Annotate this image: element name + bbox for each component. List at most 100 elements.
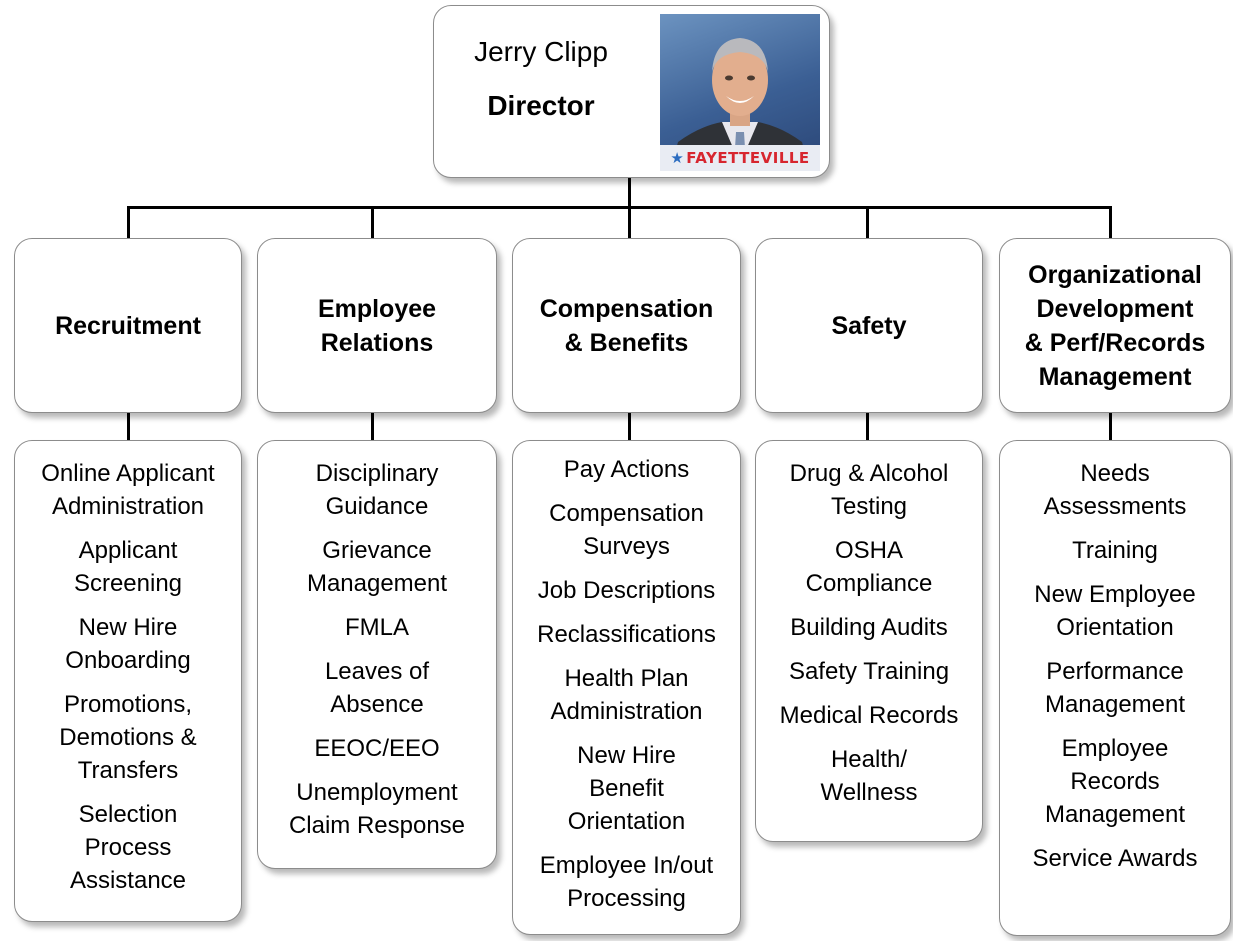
star-icon: ★ <box>670 149 685 167</box>
connector-drop-5 <box>1109 206 1112 240</box>
function-item: FMLA <box>339 611 415 644</box>
function-item: Leaves of Absence <box>319 655 435 721</box>
function-item-line: Management <box>1044 801 1186 828</box>
function-item-line: Job Descriptions <box>537 577 716 604</box>
function-item-line: FMLA <box>344 614 409 641</box>
director-title: Director <box>487 90 595 121</box>
dept-header-recruitment: Recruitment <box>14 238 242 413</box>
connector-director-down <box>628 177 631 209</box>
function-item-line: Performance <box>1046 658 1184 685</box>
function-item-line: Absence <box>330 691 424 718</box>
function-item-line: Unemployment <box>296 779 458 806</box>
function-item-line: Assessments <box>1043 493 1187 520</box>
function-item-line: Demotions & <box>59 724 197 751</box>
dept-header-safety: Safety <box>755 238 983 413</box>
dept-title-line: Management <box>1038 362 1192 391</box>
dept-title-line: Recruitment <box>55 311 201 340</box>
dept-title-line: Safety <box>831 311 907 340</box>
function-item: EEOC/EEO <box>308 732 445 765</box>
function-item-line: Onboarding <box>65 647 191 674</box>
function-item-line: Training <box>1072 537 1158 564</box>
function-item-line: Claim Response <box>288 812 466 839</box>
function-item-line: Medical Records <box>779 702 959 729</box>
function-item-line: Surveys <box>583 533 670 560</box>
function-item-line: Administration <box>550 698 703 725</box>
function-item-line: Administration <box>51 493 205 520</box>
dept-title-line: Relations <box>320 328 434 357</box>
function-item-line: Screening <box>73 570 183 597</box>
connector-dept-2 <box>371 412 374 442</box>
function-item-line: OSHA <box>834 537 903 564</box>
function-item-line: New Hire <box>78 614 178 641</box>
dept-title-line: Compensation <box>539 294 714 323</box>
function-item-line: EEOC/EEO <box>314 735 440 762</box>
function-item-line: Building Audits <box>790 614 948 641</box>
connector-drop-1 <box>127 206 130 240</box>
function-item-line: New Employee <box>1034 581 1196 608</box>
function-item: Building Audits <box>784 611 953 644</box>
connector-drop-3 <box>628 206 631 240</box>
connector-dept-3 <box>628 412 631 442</box>
dept-title-line: Organizational <box>1028 260 1202 289</box>
function-item-line: Compliance <box>805 570 933 597</box>
function-item: Reclassifications <box>531 618 722 651</box>
function-item-line: Selection <box>78 801 178 828</box>
function-item-line: Needs <box>1080 460 1150 487</box>
function-item-line: Leaves of <box>324 658 430 685</box>
function-item-line: Reclassifications <box>537 621 716 648</box>
connector-horizontal <box>127 206 1112 209</box>
function-item-line: Wellness <box>820 779 918 806</box>
function-item-line: Guidance <box>325 493 429 520</box>
function-item-line: Processing <box>567 885 686 912</box>
dept-title-line: Employee <box>317 294 437 323</box>
logo-banner: ★ FAYETTEVILLE <box>660 145 820 171</box>
logo-text: FAYETTEVILLE <box>686 149 810 167</box>
function-item-line: Compensation <box>549 500 704 527</box>
dept-title: Safety <box>831 309 906 343</box>
function-item-line: Employee <box>1061 735 1169 762</box>
function-item-line: Benefit <box>589 775 664 802</box>
function-item-line: Process <box>84 834 172 861</box>
function-item: Safety Training <box>783 655 955 688</box>
function-item: Service Awards <box>1027 842 1204 875</box>
function-item: Training <box>1066 534 1164 567</box>
dept-header-compensation-benefits: Compensation & Benefits <box>512 238 741 413</box>
function-item-line: Grievance <box>322 537 432 564</box>
function-item-line: Assistance <box>69 867 187 894</box>
function-item-line: Safety Training <box>788 658 950 685</box>
function-item-line: Online Applicant <box>41 460 215 487</box>
function-item-line: Orientation <box>567 808 686 835</box>
function-item-line: Service Awards <box>1032 845 1198 872</box>
function-item-line: Records <box>1070 768 1160 795</box>
dept-title-line: & Perf/Records <box>1024 328 1206 357</box>
connector-dept-4 <box>866 412 869 442</box>
function-item-line: Transfers <box>77 757 179 784</box>
function-item-line: New Hire <box>577 742 676 769</box>
function-item-line: Disciplinary <box>315 460 439 487</box>
function-item-line: Drug & Alcohol <box>789 460 949 487</box>
function-item: Promotions,Demotions &Transfers <box>53 688 202 787</box>
function-item: Job Descriptions <box>532 574 721 607</box>
dept-title-line: & Benefits <box>564 328 689 357</box>
